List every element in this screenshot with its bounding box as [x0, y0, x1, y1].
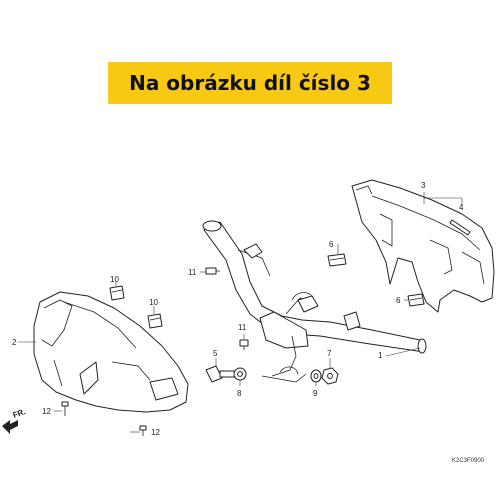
front-direction-arrow-icon: [2, 420, 18, 434]
callout-12-left: 12: [42, 407, 51, 416]
leader-lines: [18, 192, 463, 433]
clip-upper: [109, 285, 125, 301]
screw-12-left: [61, 401, 69, 416]
callout-8: 8: [237, 389, 242, 398]
callout-10-upper: 10: [110, 275, 119, 284]
part-number-banner: Na obrázku díl číslo 3: [108, 62, 392, 104]
callout-2: 2: [12, 338, 17, 347]
callout-5: 5: [213, 349, 218, 358]
callout-6-upper: 6: [329, 240, 334, 249]
clip-lower: [147, 313, 163, 329]
callout-11-lower: 11: [238, 323, 247, 332]
washer-8: [233, 367, 247, 381]
callout-9: 9: [313, 389, 318, 398]
rear-handlebar-cover: [351, 179, 495, 313]
bolt-5: [205, 365, 237, 383]
callout-10-lower: 10: [149, 298, 158, 307]
callout-4: 4: [459, 203, 464, 212]
screw-12-right: [139, 425, 147, 436]
callout-12-right: 12: [151, 428, 160, 437]
bolt-11-lower: [239, 339, 249, 350]
callout-7: 7: [327, 349, 332, 358]
washer-9: [310, 369, 322, 383]
diagram-code: K2C3F0900: [452, 458, 485, 464]
callout-11-upper: 11: [188, 268, 197, 277]
callout-1: 1: [378, 351, 383, 360]
clip-6-upper: [327, 253, 347, 267]
callout-3: 3: [421, 181, 426, 190]
front-handlebar-cover: [33, 291, 189, 413]
callout-6-lower: 6: [396, 296, 401, 305]
bolt-11-upper: [205, 267, 220, 275]
clip-6-lower: [407, 293, 425, 307]
nut-7: [321, 367, 339, 385]
pin-part: [449, 219, 471, 236]
handlebar-pipe: [202, 220, 427, 383]
front-direction-label: FR.: [12, 407, 27, 420]
